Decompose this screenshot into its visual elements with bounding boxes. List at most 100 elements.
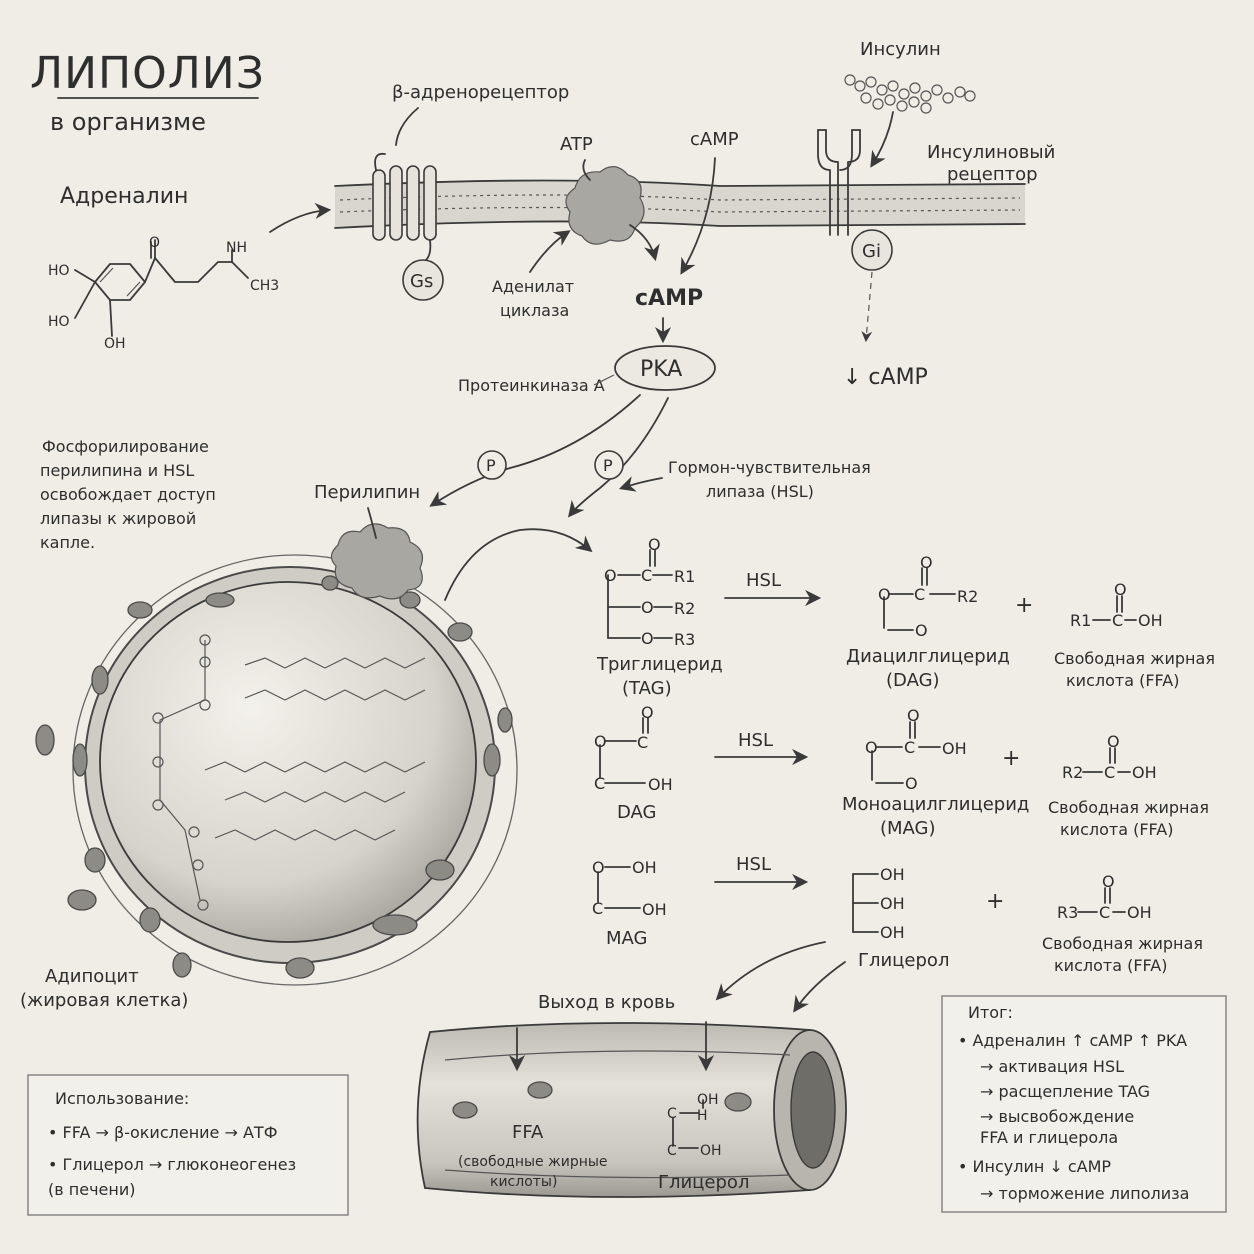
dag-group-o2: O xyxy=(878,585,891,604)
summary-item-2: → активация HSL xyxy=(980,1057,1124,1076)
ffa2-group-oh: OH xyxy=(1132,763,1157,782)
ffa1-label-1: Свободная жирная xyxy=(1054,649,1215,668)
pka: PKA Протеинкиназа A P P xyxy=(429,345,716,518)
gs-protein xyxy=(402,259,444,301)
tag-group-o3: O xyxy=(641,598,654,617)
ffa3-group-o: O xyxy=(1102,872,1115,891)
adipocyte: Перилипин Адипоцит (жировая клетка) xyxy=(20,482,593,1011)
ffa3-label-1: Свободная жирная xyxy=(1042,934,1203,953)
mag-sub-group-o: O xyxy=(592,858,605,877)
page-title: ЛИПОЛИЗ xyxy=(30,48,265,99)
summary-item-7: → торможение липолиза xyxy=(980,1184,1189,1203)
blood-title: Выход в кровь xyxy=(538,992,675,1013)
adrenaline-ring xyxy=(94,263,146,301)
blood-vessel: Выход в кровь FFA (свободные жирные кисл… xyxy=(416,992,847,1198)
dag-sub-group-c1: C xyxy=(637,733,648,752)
reaction-dag: O O C C OH DAG HSL O C O OH O Моноацилгл… xyxy=(594,703,1209,839)
hsl-label-2: HSL xyxy=(738,730,773,751)
mag-sub-group-oh2: OH xyxy=(642,900,667,919)
plus-1: + xyxy=(1015,593,1033,618)
summary-box-frame xyxy=(941,995,1227,1213)
beta-adrenoreceptor: β-адренорецептор Gs xyxy=(372,82,569,301)
summary-item-6: • Инсулин ↓ cAMP xyxy=(958,1157,1111,1176)
camp-top-label: cAMP xyxy=(690,129,739,150)
tag-label-1: Триглицерид xyxy=(596,654,723,675)
dag-sub-group-o2: O xyxy=(594,732,607,751)
gi-label: Gi xyxy=(862,241,881,262)
usage-title: Использование: xyxy=(55,1089,189,1108)
adipocyte-label-2: (жировая клетка) xyxy=(20,990,188,1011)
note-line-3: освобождает доступ xyxy=(40,485,216,504)
mag-product-label-1: Моноацилглицерид xyxy=(842,794,1029,815)
glycerol-group-oh3: OH xyxy=(880,923,905,942)
tag-group-o2: O xyxy=(604,566,617,585)
triglyceride-sketch xyxy=(152,634,426,911)
summary-box: Итог: • Адреналин ↑ cAMP ↑ PKA → активац… xyxy=(941,995,1227,1213)
insulin-receptor xyxy=(817,129,861,236)
ffa2-group-o: O xyxy=(1107,732,1120,751)
reaction-tag: O O C R1 O R2 O R3 Триглицерид (TAG) HSL… xyxy=(596,535,1215,699)
blood-ffa-sub-2: кислоты) xyxy=(490,1174,557,1190)
gs-label: Gs xyxy=(410,271,433,292)
adrenaline-group-ho2: HO xyxy=(48,314,70,330)
mag-prod-group-oh: OH xyxy=(942,739,967,758)
dag-product-label-1: Диацилглицерид xyxy=(846,646,1010,667)
adenylate-cyclase-blob xyxy=(565,166,645,245)
usage-item-3: (в печени) xyxy=(48,1180,135,1199)
insulin-molecule xyxy=(844,74,976,114)
adipocyte-label-1: Адипоцит xyxy=(45,966,139,987)
glycerol-to-blood-arrow-2 xyxy=(793,961,846,1013)
ffa2-group-c: C xyxy=(1104,763,1115,782)
summary-item-3: → расщепление TAG xyxy=(980,1082,1150,1101)
blood-ffa-sub-1: (свободные жирные xyxy=(458,1154,608,1170)
hsl-enzyme-label-2: липаза (HSL) xyxy=(706,482,814,501)
ffa3-group-oh: OH xyxy=(1127,903,1152,922)
reaction-mag: O OH C OH MAG HSL OH OH OH Глицерол + R3… xyxy=(592,854,1203,975)
hsl-enzyme-label-1: Гормон-чувствительная xyxy=(668,458,871,477)
camp-decrease-label: ↓ cAMP xyxy=(843,365,928,390)
adrenaline-arrow xyxy=(269,202,332,233)
usage-item-2: • Глицерол → глюконеогенез xyxy=(48,1155,296,1174)
dag-group-o1: O xyxy=(920,553,933,572)
droplet-to-tag-arrow xyxy=(444,528,593,601)
title-block: ЛИПОЛИЗ в организме xyxy=(30,48,265,136)
dag-product-label-2: (DAG) xyxy=(886,670,940,691)
ffa1-group-o: O xyxy=(1114,580,1127,599)
dag-sub-group-oh: OH xyxy=(648,775,673,794)
note-line-2: перилипина и HSL xyxy=(40,461,194,480)
mag-prod-group-c: C xyxy=(904,738,915,757)
ffa2-group-r2: R2 xyxy=(1062,763,1083,782)
insulin-label: Инсулин xyxy=(860,39,941,60)
ffa1-group-oh: OH xyxy=(1138,611,1163,630)
blood-glycerol-c1: C xyxy=(667,1106,677,1122)
mag-product-label-2: (MAG) xyxy=(880,818,936,839)
pka-to-perilipin-arrow xyxy=(429,394,641,507)
tag-group-r2: R2 xyxy=(674,599,695,618)
note-line-5: капле. xyxy=(40,533,95,552)
summary-item-4: → высвобождение xyxy=(980,1107,1134,1126)
tag-group-o4: O xyxy=(641,629,654,648)
adrenaline-group-ho1: HO xyxy=(48,263,70,279)
note-line-1: Фосфорилирование xyxy=(42,437,209,456)
hsl-label-1: HSL xyxy=(746,570,781,591)
camp-mid-label: cAMP xyxy=(635,286,703,311)
insulin-receptor-label-1: Инсулиновый xyxy=(927,142,1055,163)
mag-prod-group-o2: O xyxy=(907,706,920,725)
adrenaline-molecule: Адреналин HO HO OH O NH CH3 xyxy=(48,184,279,352)
adenylate-cyclase-label-1: Аденилат xyxy=(492,277,574,296)
note-line-4: липазы к жировой xyxy=(40,509,196,528)
gi-protein xyxy=(851,229,893,271)
mag-sub-group-oh1: OH xyxy=(632,858,657,877)
blood-glycerol-oh1: OH xyxy=(697,1092,719,1108)
tag-label-2: (TAG) xyxy=(622,678,672,699)
adrenaline-label: Адреналин xyxy=(60,184,188,209)
adrenaline-group-o: O xyxy=(149,235,160,251)
dag-group-c: C xyxy=(914,585,925,604)
glycerol-to-blood-arrow-1 xyxy=(715,941,826,1001)
blood-glycerol-h: H xyxy=(697,1108,708,1124)
adrenaline-group-nh: NH xyxy=(226,240,247,256)
lipid-droplet xyxy=(99,581,477,943)
tag-group-o1: O xyxy=(648,535,661,554)
phosphate-perilipin xyxy=(477,450,507,480)
